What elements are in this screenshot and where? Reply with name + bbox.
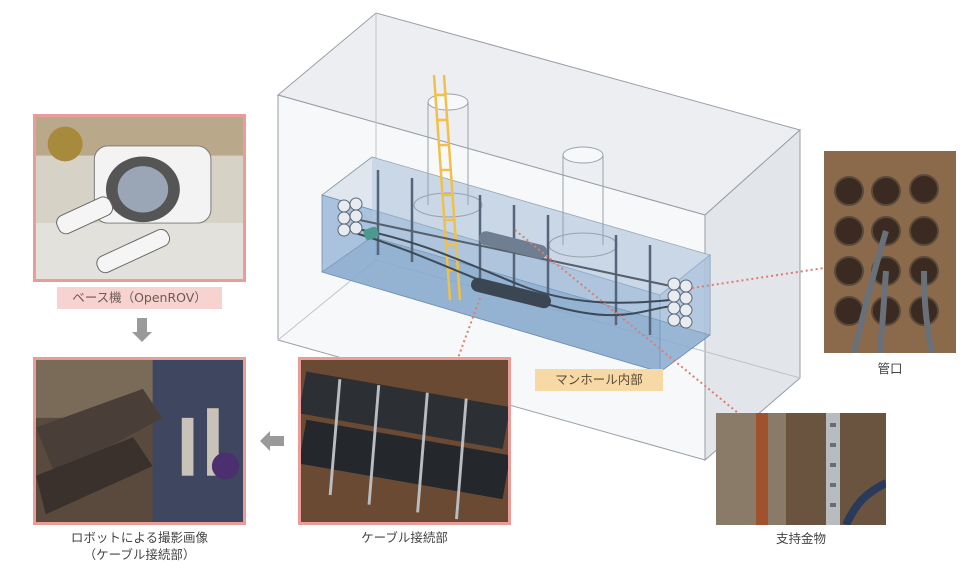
shafts	[413, 93, 618, 258]
left-duct-mouths	[337, 197, 363, 237]
robot-capture-photo	[33, 357, 246, 525]
base-machine-photo	[33, 114, 246, 282]
cable-joint-caption: ケーブル接続部	[361, 530, 448, 545]
ladder	[432, 74, 462, 301]
right-duct-mouths	[667, 277, 693, 329]
base-machine-label: ベース機（OpenROV）	[57, 287, 222, 309]
duct-mouth-photo	[824, 151, 956, 353]
robot-capture-caption-line1: ロボットによる撮影画像	[70, 530, 209, 545]
duct-mouth-caption: 管口	[877, 361, 903, 376]
arrow-down	[132, 318, 152, 342]
support-hardware-photo	[716, 413, 886, 525]
cable-joint-photo	[298, 357, 511, 525]
arrow-left	[260, 431, 284, 451]
robot-capture-caption-line2: （ケーブル接続部）	[83, 547, 196, 562]
cable-joint-lower	[471, 277, 551, 309]
robot-in-water	[363, 226, 379, 241]
cable-joint-upper	[478, 231, 548, 259]
flow-arrows	[132, 318, 284, 451]
support-hardware-caption: 支持金物	[775, 531, 826, 546]
manhole-interior-label: マンホール内部	[535, 369, 663, 391]
leader-lines	[457, 229, 825, 414]
